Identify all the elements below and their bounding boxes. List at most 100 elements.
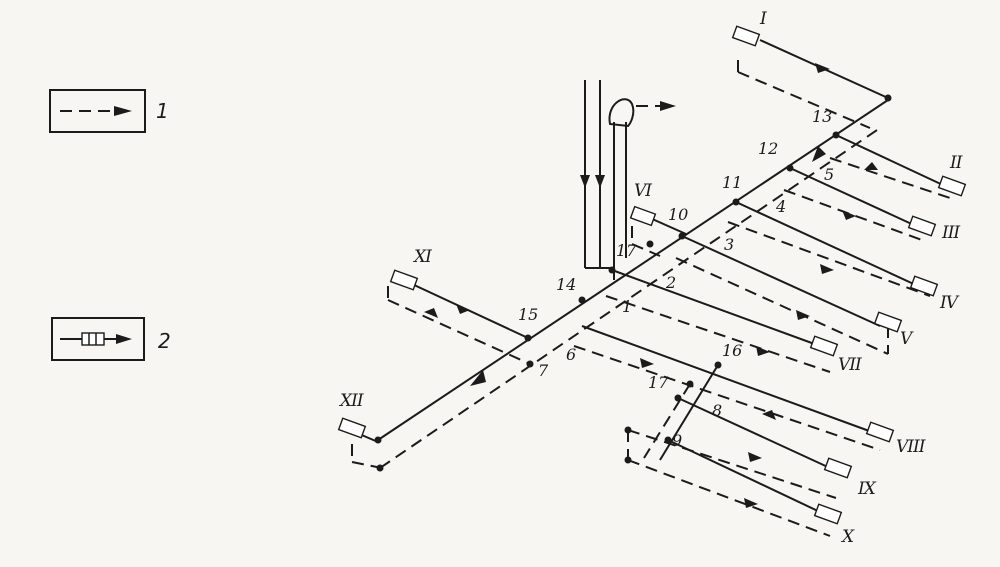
consumer-label: IX bbox=[857, 479, 877, 499]
branch-VIII-return bbox=[573, 345, 881, 451]
branch-VII-return bbox=[605, 295, 831, 373]
junction-dot bbox=[526, 360, 534, 368]
junction-dot bbox=[832, 131, 840, 139]
node-label: 9 bbox=[672, 431, 682, 450]
branch-III-return bbox=[783, 189, 923, 241]
node-label: 8 bbox=[712, 401, 722, 420]
branch-VI-return bbox=[631, 243, 661, 257]
elbow-head bbox=[608, 98, 635, 128]
branch-V-supply bbox=[681, 235, 881, 327]
legend-number-1: 1 bbox=[156, 99, 169, 123]
arrow-icon bbox=[748, 452, 762, 462]
consumer-label: III bbox=[941, 223, 960, 243]
branch-IV-supply bbox=[735, 201, 919, 287]
junction-dot bbox=[524, 334, 532, 342]
legend-box-2 bbox=[51, 317, 145, 361]
branch-I-return bbox=[737, 71, 871, 129]
junction-dots bbox=[374, 94, 892, 472]
device-icon bbox=[909, 275, 939, 297]
node-labels: 1 2 3 4 5 6 7 8 9 10 11 12 13 14 15 16 1… bbox=[518, 107, 834, 450]
arrow-icon bbox=[842, 210, 856, 220]
branch-X-return bbox=[627, 459, 831, 537]
arrow-icon bbox=[820, 264, 834, 274]
branch-IV-return bbox=[727, 221, 931, 297]
legend-item-return-line: 1 bbox=[49, 89, 169, 133]
branches bbox=[349, 39, 951, 537]
junction-dot bbox=[646, 240, 654, 248]
device-icon bbox=[813, 503, 843, 525]
branch-III-supply bbox=[789, 167, 917, 227]
devices bbox=[337, 25, 967, 525]
junction-dot bbox=[624, 456, 632, 464]
arrow-icon bbox=[116, 334, 132, 344]
junction-dot bbox=[714, 361, 722, 369]
node-label: 11 bbox=[722, 173, 742, 192]
consumer-label: II bbox=[949, 153, 963, 173]
device-icon bbox=[389, 269, 419, 291]
node-label: 10 bbox=[668, 205, 688, 224]
risers bbox=[580, 80, 676, 280]
legend-item-supply-with-device: 2 bbox=[51, 317, 171, 361]
arrow-icon bbox=[640, 358, 654, 368]
arrow-icon bbox=[744, 498, 758, 508]
node-label: 17 bbox=[648, 373, 669, 392]
branch-X-supply bbox=[667, 439, 821, 513]
consumer-label: X bbox=[840, 527, 855, 547]
consumer-label: XI bbox=[412, 247, 432, 267]
branch-VII-supply bbox=[611, 269, 821, 347]
consumer-labels: I II III IV V VI VII VIII IX X XI XII bbox=[338, 9, 964, 547]
branch-VIII-supply bbox=[581, 325, 873, 433]
consumer-label: VII bbox=[838, 355, 862, 375]
consumer-label: IV bbox=[939, 293, 960, 313]
consumer-label: VIII bbox=[896, 437, 926, 457]
branch-II-supply bbox=[835, 134, 946, 187]
supply-trunk bbox=[377, 99, 889, 441]
consumer-label: V bbox=[900, 329, 914, 349]
node-label: 4 bbox=[775, 197, 786, 216]
device-icon bbox=[937, 175, 967, 197]
device-icon bbox=[873, 311, 903, 333]
junction-dot bbox=[608, 266, 616, 274]
device-icon bbox=[629, 205, 657, 227]
device-icon bbox=[823, 457, 853, 479]
junction-dot bbox=[374, 436, 382, 444]
node-label: 16 bbox=[722, 341, 742, 360]
arrow-icon bbox=[114, 106, 132, 116]
arrow-icon bbox=[580, 175, 590, 188]
node-label: 1 bbox=[622, 297, 632, 316]
junction-dot bbox=[786, 164, 794, 172]
flow-arrows bbox=[424, 162, 878, 508]
arrow-icon bbox=[470, 370, 486, 386]
junction-dot bbox=[664, 436, 672, 444]
node-label: 14 bbox=[556, 275, 576, 294]
arrow-icon bbox=[864, 162, 878, 170]
branch-IX-return bbox=[627, 429, 837, 499]
branch-VI-supply bbox=[649, 217, 687, 235]
consumer-label: XII bbox=[338, 391, 364, 411]
arrow-icon bbox=[595, 175, 605, 188]
arrow-icon bbox=[456, 304, 470, 314]
node-label: 17 bbox=[616, 241, 637, 260]
node-label: 5 bbox=[824, 165, 834, 184]
return-trunk bbox=[379, 127, 881, 469]
branch-V-return bbox=[675, 257, 889, 355]
consumer-label: VI bbox=[634, 181, 652, 201]
main-trunk bbox=[377, 99, 889, 469]
junction-dot bbox=[376, 464, 384, 472]
branch-XI-supply bbox=[411, 283, 529, 339]
branch-II-return bbox=[829, 157, 951, 199]
sub-return-17 bbox=[643, 383, 691, 459]
arrow-icon bbox=[762, 410, 776, 420]
device-icon bbox=[337, 417, 367, 439]
junction-dot bbox=[578, 296, 586, 304]
arrow-icon bbox=[756, 346, 770, 356]
consumer-label: I bbox=[759, 9, 767, 29]
device-icon bbox=[809, 335, 839, 357]
junction-dot bbox=[678, 232, 686, 240]
branch-IX-supply bbox=[677, 397, 831, 469]
junction-dot bbox=[674, 394, 682, 402]
node-label: 3 bbox=[724, 235, 734, 254]
node-label: 6 bbox=[566, 345, 576, 364]
